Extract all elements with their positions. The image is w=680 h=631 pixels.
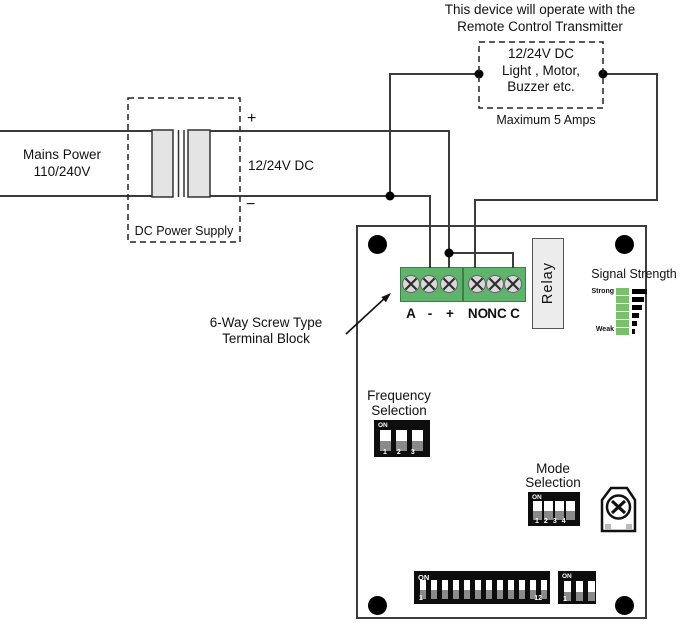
signal-scale-bar [632,313,639,318]
signal-scale-bar [632,321,637,326]
dip-switch-1[interactable] [533,501,542,520]
dip-switch[interactable] [486,580,492,599]
signal-level-square [616,312,629,319]
terminal-label-nc: NC [487,306,507,321]
mode-selection-label: Mode Selection [525,461,581,490]
frequency-selection-label: Frequency Selection [367,388,431,418]
signal-level-square [616,288,629,295]
dip-switch[interactable] [464,580,470,599]
receiver-board: A - + NO NC C Relay Signal Strength Stro… [356,225,677,619]
signal-scale-bar [632,305,642,310]
signal-scale-bar [632,329,635,334]
dip-switch[interactable] [564,581,571,601]
dip-switch-2[interactable] [396,430,407,451]
dip-switch-3[interactable] [412,430,423,451]
dip-switch[interactable] [508,580,514,599]
diagram-title: This device will operate with the Remote… [444,2,636,34]
terminal-label-plus: + [446,306,454,321]
dip-switch[interactable] [541,580,547,599]
psu-output-label: 12/24V DC [248,158,315,173]
signal-scale-bar [632,297,644,302]
terminal-label-no: NO [467,306,489,321]
dip-switch[interactable] [431,580,437,599]
terminal-label-c: C [510,306,520,321]
wire-load-left [389,73,479,196]
dip-switch[interactable] [530,580,536,599]
dip-switch-4[interactable] [566,501,575,520]
signal-strong-label: Strong [591,288,614,295]
relay-component: Relay [532,238,564,329]
dip-switch-1[interactable] [380,430,391,451]
terminal-block-right [463,267,526,302]
polarity-minus: − [246,196,256,213]
signal-level-square [616,320,629,327]
mounting-hole [615,596,634,615]
junction-dot [385,191,395,201]
signal-level-square [616,328,629,335]
signal-weak-label: Weak [595,326,614,333]
transformer-symbol [151,129,211,198]
dip-switch[interactable] [497,580,503,599]
code-dip-switch-12[interactable]: ON 1 12 [414,571,550,604]
signal-strength-title: Signal Strength [591,267,677,281]
dip-switch[interactable] [420,580,426,599]
mode-dip-switch[interactable]: ON 1 2 3 4 [528,492,580,526]
signal-level-square [616,296,629,303]
dip-switch[interactable] [576,581,583,601]
dip-switch[interactable] [588,581,595,601]
signal-scale-bar [632,289,647,294]
terminal-block-left [400,267,463,302]
relay-label: Relay [540,262,556,305]
polarity-plus: + [247,110,257,127]
psu-dashed-box [127,97,241,243]
dip-switch[interactable] [453,580,459,599]
load-box-text: 12/24V DC Light , Motor, Buzzer etc. [501,46,581,94]
dip-switch-3[interactable] [555,501,564,520]
dip-switch[interactable] [442,580,448,599]
dip-switch[interactable] [519,580,525,599]
code-dip-switch-aux[interactable]: ON 1 [558,571,596,604]
mounting-hole [368,235,387,254]
mounting-hole [615,235,634,254]
mounting-hole [368,596,387,615]
dip-switch-2[interactable] [544,501,553,520]
psu-label: DC Power Supply [134,224,234,238]
terminal-block-note: 6-Way Screw Type Terminal Block [209,315,323,346]
mains-power-label: Mains Power 110/240V [22,147,102,179]
terminal-label-minus: - [427,306,433,321]
dip-switch[interactable] [475,580,481,599]
frequency-dip-switch[interactable]: ON 1 2 3 [374,420,430,457]
signal-level-square [616,304,629,311]
max-amps-note: Maximum 5 Amps [496,113,596,127]
terminal-label-a: A [406,306,416,321]
